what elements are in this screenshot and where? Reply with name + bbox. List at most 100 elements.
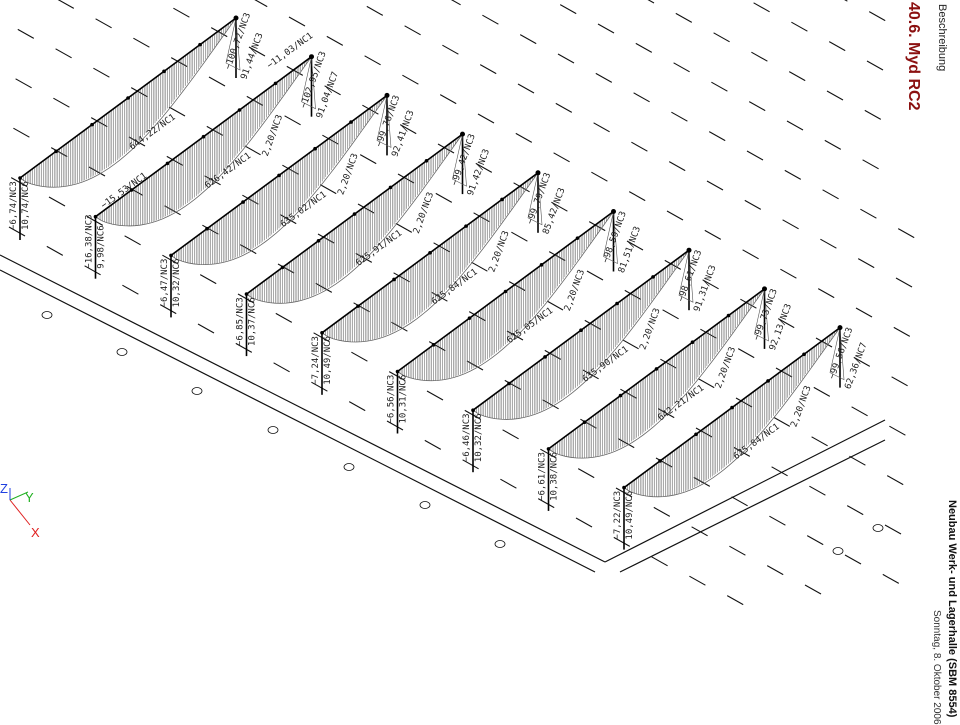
node xyxy=(280,265,285,270)
z-axis-label: Z xyxy=(0,481,8,496)
left-column-label: 10,74/NC6 xyxy=(21,181,31,230)
node xyxy=(93,214,98,219)
grid-dash xyxy=(515,132,533,143)
grid-dash xyxy=(788,71,806,82)
node xyxy=(507,381,511,386)
moment-hatching xyxy=(474,251,688,420)
grid-dash xyxy=(273,362,290,373)
grid-dash xyxy=(777,318,795,329)
grid-dash xyxy=(828,41,846,52)
grid-dash xyxy=(844,554,862,565)
grid-dash xyxy=(326,35,344,46)
grid-dash xyxy=(655,457,673,468)
axis-line xyxy=(0,269,596,573)
grid-dash xyxy=(46,245,64,256)
node xyxy=(428,251,432,255)
node xyxy=(352,212,357,216)
frame xyxy=(395,209,618,434)
grid-dash xyxy=(575,517,593,528)
grid-dash xyxy=(357,203,375,214)
description-label: Beschreibung xyxy=(936,4,948,72)
node xyxy=(539,263,544,267)
grid-dash xyxy=(617,438,635,449)
grid-dash xyxy=(691,526,708,537)
grid-dash xyxy=(311,381,328,392)
grid-dash xyxy=(584,319,602,330)
grid-dash xyxy=(666,210,684,221)
grid-dash xyxy=(662,309,679,320)
grid-dash xyxy=(822,189,839,200)
grid-dash xyxy=(508,281,526,292)
grid-axis-marker xyxy=(872,524,884,532)
grid-dash xyxy=(868,11,886,22)
grid-dash xyxy=(844,0,848,2)
grid-dash xyxy=(475,162,493,173)
grid-dash xyxy=(586,270,604,281)
grid-dash xyxy=(708,131,726,142)
node xyxy=(730,405,734,410)
grid-dash xyxy=(546,300,564,311)
column-moment-diagram xyxy=(527,172,543,226)
grid-dash xyxy=(506,330,524,341)
grid-dash xyxy=(700,328,717,339)
node xyxy=(424,158,429,163)
grid-dash xyxy=(889,425,906,436)
y-axis-line xyxy=(9,491,29,501)
grid-dash xyxy=(322,134,339,145)
grid-dash xyxy=(742,249,759,260)
grid-dash xyxy=(846,505,864,516)
grid-dash xyxy=(773,416,791,427)
node xyxy=(471,408,475,413)
x-axis-line xyxy=(9,499,31,526)
grid-dash xyxy=(809,485,826,496)
frame xyxy=(320,170,543,395)
left-column-label: −6,47/NC3 xyxy=(160,259,170,308)
grid-dash xyxy=(864,109,882,120)
node xyxy=(690,340,695,345)
grid-dash xyxy=(882,573,900,584)
node xyxy=(356,304,360,308)
node xyxy=(535,170,541,176)
node xyxy=(802,352,806,357)
frame xyxy=(93,54,316,279)
end-moment-label: 2,20/NC3 xyxy=(487,230,511,274)
grid-dash xyxy=(122,284,139,295)
moment-label: −11,03/NC1 xyxy=(265,31,315,71)
grid-dash xyxy=(235,342,253,353)
grid-dash xyxy=(702,279,719,290)
grid-dash xyxy=(748,101,766,112)
moment-hatching xyxy=(323,174,537,343)
grid-dash xyxy=(479,64,497,75)
grid-dash xyxy=(746,150,764,161)
grid-dash xyxy=(593,122,610,133)
grid-dash xyxy=(853,356,871,367)
grid-dash xyxy=(660,358,677,369)
node xyxy=(237,108,242,112)
grid-dash xyxy=(548,251,566,262)
node xyxy=(169,253,173,258)
left-column-label: −6,85/NC3 xyxy=(236,297,246,346)
grid-dash xyxy=(130,87,148,98)
grid-dash xyxy=(782,219,799,230)
grid-dash xyxy=(431,291,448,302)
grid-dash xyxy=(84,265,101,276)
grid-dash xyxy=(729,545,746,556)
left-column-label: 10,49/NC6 xyxy=(323,336,333,385)
grid-dash xyxy=(813,386,831,397)
grid-dash xyxy=(53,97,70,108)
left-column-label: −7,24/NC3 xyxy=(311,336,321,385)
grid-axis-marker xyxy=(343,463,355,471)
grid-dash xyxy=(791,21,808,32)
grid-axis-marker xyxy=(191,387,203,395)
grid-dash xyxy=(395,222,413,233)
node xyxy=(384,92,390,98)
grid-dash xyxy=(697,378,715,389)
node xyxy=(388,185,393,190)
node xyxy=(651,275,655,279)
grid-dash xyxy=(519,34,537,45)
grid-dash xyxy=(577,468,595,479)
grid-dash xyxy=(657,408,675,419)
node xyxy=(575,236,580,240)
node xyxy=(503,289,508,294)
axis-line xyxy=(604,419,886,563)
